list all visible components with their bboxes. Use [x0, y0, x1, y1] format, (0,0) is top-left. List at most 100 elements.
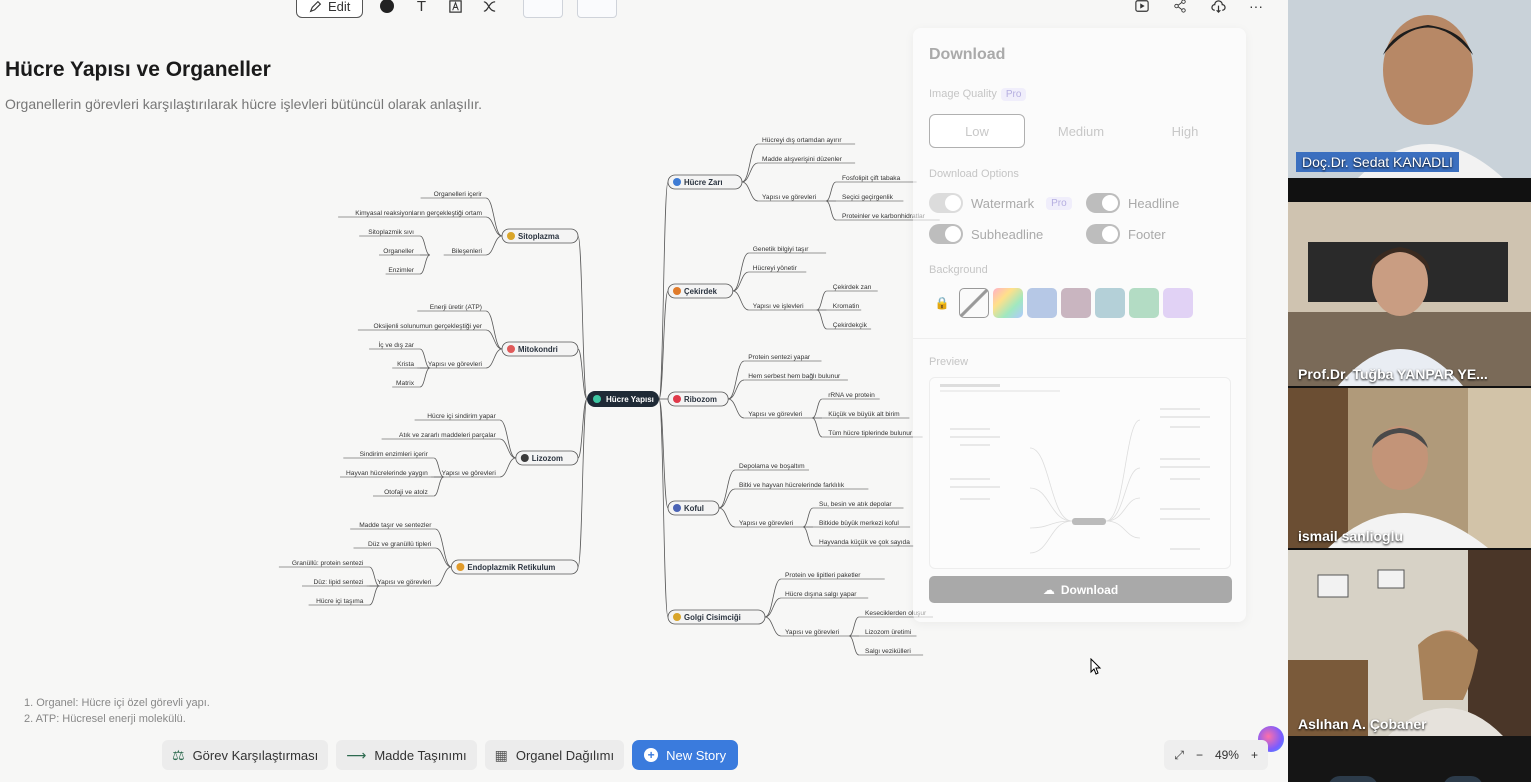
story-button-organel[interactable]: ▦ Organel Dağılımı — [484, 740, 625, 770]
branch-icon — [456, 563, 465, 571]
arrow-right-icon: ⟶ — [346, 746, 367, 763]
edit-button[interactable]: Edit — [296, 0, 364, 18]
mindmap-child-label: Oksijenli solunumun gerçekleştiği yer — [374, 323, 483, 330]
option-subheadline[interactable]: Subheadline — [929, 224, 1043, 244]
mindmap-child-label: Protein sentezi yapar — [748, 354, 811, 361]
background-swatch[interactable] — [959, 288, 989, 318]
mindmap-connector — [728, 379, 745, 400]
mindmap-child-label: Yapısı ve görevleri — [785, 629, 840, 636]
mindmap-connector — [369, 585, 380, 606]
mindmap-leaf-label: Çekirdek zarı — [833, 284, 872, 291]
watermark-toggle[interactable] — [929, 193, 963, 213]
background-swatch[interactable] — [1095, 288, 1125, 318]
video-tile-1[interactable]: Doç.Dr. Sedat KANADLI — [1288, 0, 1531, 178]
mindmap-connector — [369, 566, 380, 587]
mindmap-child-label: Bitki ve hayvan hücrelerinde farklılık — [739, 482, 845, 489]
mindmap-connector — [435, 566, 452, 587]
color-dot-icon[interactable] — [377, 0, 397, 16]
footnote-1: 1. Organel: Hücre içi özel görevli yapı. — [24, 697, 210, 709]
zoom-out-button[interactable]: − — [1195, 748, 1203, 762]
headline-toggle[interactable] — [1086, 193, 1120, 213]
background-swatch[interactable] — [1061, 288, 1091, 318]
participant-name: ismail sanlioglu — [1298, 528, 1404, 544]
more-icon[interactable]: ··· — [1249, 0, 1263, 14]
zoom-in-button[interactable]: + — [1250, 748, 1258, 762]
mindmap-leaf-label: Düz: lipid sentezi — [314, 579, 364, 586]
mindmap-child-label: Hücre dışına salgı yapar — [785, 591, 857, 598]
mindmap-child-label: Bileşenleri — [452, 248, 483, 255]
mindmap-leaf-label: Hücre içi taşıma — [316, 598, 364, 605]
mindmap-branch-label: Hücre Zarı — [684, 178, 723, 187]
branch-icon — [673, 287, 681, 295]
mindmap-child-label: Düz ve granüllü tipleri — [368, 541, 432, 548]
mindmap-connector — [816, 290, 827, 311]
video-participants: Doç.Dr. Sedat KANADLI Prof.Dr. Tuğba YAN… — [1288, 0, 1531, 782]
layout-option-1[interactable] — [523, 0, 564, 18]
branch-icon — [507, 232, 515, 240]
story-button-label: Organel Dağılımı — [515, 747, 615, 763]
quality-low[interactable]: Low — [929, 114, 1025, 148]
background-swatches: 🔒 — [929, 288, 1193, 318]
mindmap-leaf-label: İç ve dış zar — [378, 340, 414, 349]
mindmap-branch-label: Ribozom — [684, 395, 717, 404]
video-tile-4[interactable]: Aslıhan A. Çobaner — [1288, 550, 1531, 736]
background-swatch[interactable] — [1129, 288, 1159, 318]
subheadline-toggle[interactable] — [929, 224, 963, 244]
option-watermark[interactable]: Watermark Pro — [929, 193, 1072, 213]
story-button-gorev[interactable]: ⚖ Görev Karşılaştırması — [162, 740, 329, 770]
video-tile-3[interactable]: ismail sanlioglu — [1288, 388, 1531, 548]
branch-icon[interactable] — [479, 0, 499, 16]
footnote-2: 2. ATP: Hücresel enerji molekülü. — [24, 713, 186, 725]
story-button-madde[interactable]: ⟶ Madde Taşınımı — [336, 740, 477, 770]
pro-tag: Pro — [1046, 196, 1072, 210]
mindmap-connector — [764, 597, 782, 618]
present-icon[interactable] — [1132, 0, 1152, 16]
new-story-button[interactable]: + New Story — [632, 740, 739, 770]
mindmap-root-node[interactable] — [587, 391, 659, 407]
footer-toggle[interactable] — [1086, 224, 1120, 244]
mindmap-leaf-label: Kromatin — [833, 303, 860, 310]
mindmap-child-label: Yapısı ve görevleri — [748, 411, 803, 418]
story-button-label: Madde Taşınımı — [374, 747, 467, 763]
quality-high[interactable]: High — [1171, 123, 1199, 139]
fullscreen-icon[interactable]: ⤢ — [1174, 747, 1184, 762]
mindmap-leaf-label: Sindirim enzimleri içerir — [360, 451, 429, 458]
mindmap-connector — [848, 635, 860, 656]
branch-icon — [507, 345, 515, 353]
participant-video — [1288, 388, 1531, 548]
background-swatch[interactable] — [1163, 288, 1193, 318]
cloud-download-icon[interactable] — [1208, 0, 1228, 16]
mindmap-branch-label: Sitoplazma — [518, 232, 560, 241]
download-button[interactable]: ☁ Download — [929, 576, 1232, 603]
mindmap-leaf-label: Proteinler ve karbonhidratlar — [842, 213, 926, 220]
text-icon[interactable]: T — [416, 0, 426, 15]
mindmap-branch-label: Endoplazmik Retikulum — [467, 563, 555, 572]
mindmap-connector — [732, 271, 749, 292]
mindmap-canvas[interactable]: Edit T ··· Hücre Yapısı ve Organeller Or… — [0, 0, 1288, 782]
mindmap-connector — [499, 457, 516, 478]
tile-gap — [1288, 178, 1531, 202]
mindmap-leaf-label: Sitoplazmik sıvı — [368, 229, 414, 236]
background-swatch[interactable] — [1027, 288, 1057, 318]
layout-option-2[interactable] — [577, 0, 618, 18]
mindmap-connector — [718, 469, 736, 509]
video-tile-2[interactable]: Prof.Dr. Tuğba YANPAR YE... — [1288, 202, 1531, 386]
mindmap-connector — [802, 526, 814, 547]
mindmap-child-label: Hücre içi sindirim yapar — [427, 413, 496, 420]
root-icon — [593, 395, 601, 403]
mindmap-child-label: Yapısı ve görevleri — [428, 361, 483, 368]
mindmap-branch-label: Lizozom — [532, 454, 563, 463]
quality-medium[interactable]: Medium — [1057, 123, 1105, 139]
background-swatch[interactable] — [993, 288, 1023, 318]
story-button-label: Görev Karşılaştırması — [192, 747, 319, 763]
option-headline[interactable]: Headline — [1086, 193, 1179, 213]
option-footer[interactable]: Footer — [1086, 224, 1166, 244]
text-style-icon[interactable] — [445, 0, 465, 16]
mindmap-leaf-label: Tüm hücre tiplerinde bulunur — [828, 430, 913, 437]
mindmap-connector — [812, 417, 823, 438]
share-icon[interactable] — [1170, 0, 1190, 16]
download-panel-title: Download — [929, 46, 1006, 63]
mindmap-connector — [485, 216, 503, 237]
